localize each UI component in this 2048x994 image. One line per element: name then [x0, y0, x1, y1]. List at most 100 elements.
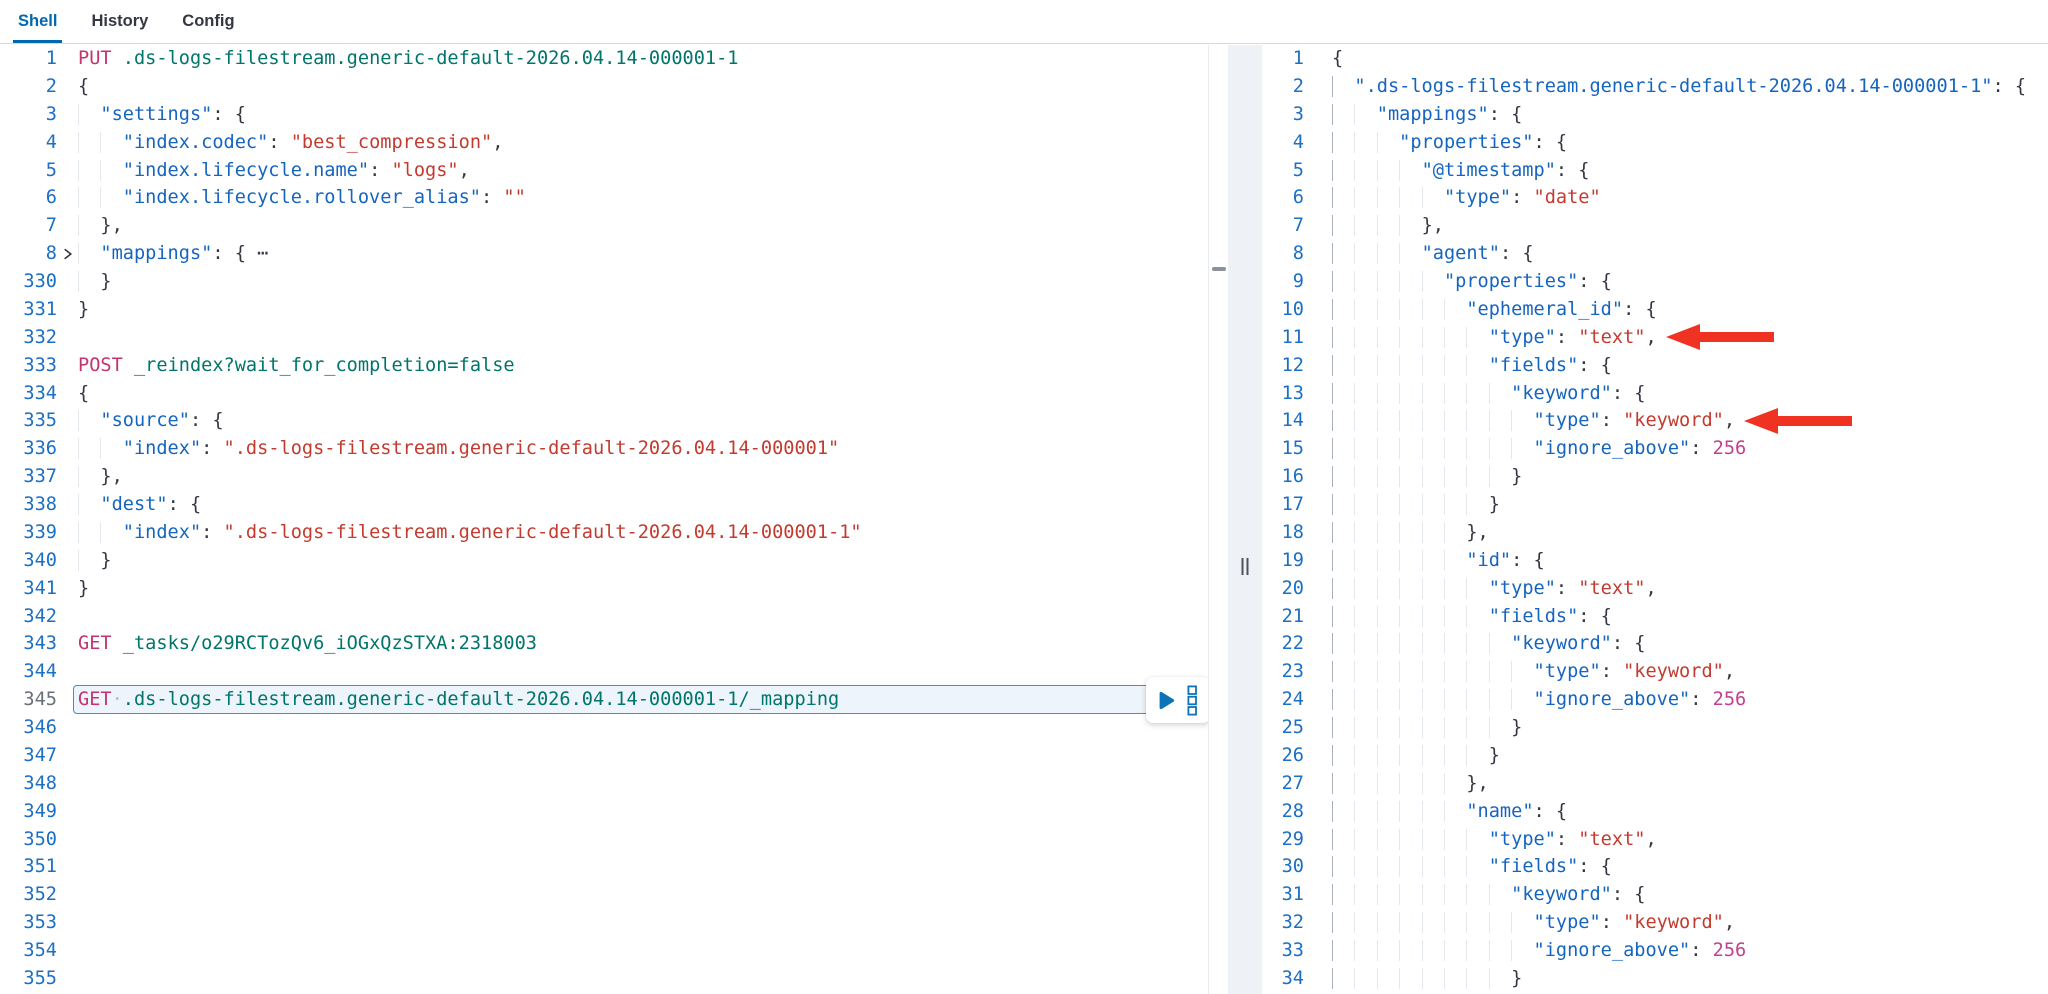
code-line[interactable]: 7 },	[1262, 212, 2048, 240]
code-line[interactable]: 32 "type": "keyword",	[1262, 909, 2048, 937]
code-line[interactable]: 338 "dest": {	[0, 491, 1228, 519]
code-line[interactable]: 350	[0, 826, 1228, 854]
code-line-content[interactable]: }	[1332, 742, 1500, 770]
code-line-content[interactable]: {	[78, 380, 89, 408]
code-line[interactable]: 331}	[0, 296, 1228, 324]
code-line[interactable]: 354	[0, 937, 1228, 965]
code-line-content[interactable]: "type": "text",	[1332, 324, 1774, 352]
code-line[interactable]: 23 "type": "keyword",	[1262, 658, 2048, 686]
code-line-content[interactable]: }	[78, 268, 111, 296]
code-line-content[interactable]: },	[1332, 770, 1488, 798]
code-line[interactable]: 351	[0, 853, 1228, 881]
code-line[interactable]: 20 "type": "text",	[1262, 575, 2048, 603]
fold-chevron-icon[interactable]	[60, 246, 76, 262]
tab-config[interactable]: Config	[182, 12, 235, 30]
code-line-content[interactable]: "ignore_above": 256	[1332, 435, 1747, 463]
code-line-content[interactable]: {	[1332, 45, 1343, 73]
code-line-content[interactable]: "type": "text",	[1332, 575, 1657, 603]
code-line[interactable]: 348	[0, 770, 1228, 798]
code-line-content[interactable]: "ignore_above": 256	[1332, 937, 1747, 965]
code-line-content[interactable]: "type": "keyword",	[1332, 909, 1736, 937]
code-line[interactable]: 349	[0, 798, 1228, 826]
code-line-content[interactable]: }	[1332, 491, 1500, 519]
code-line[interactable]: 11 "type": "text",	[1262, 324, 2048, 352]
code-line-content[interactable]: }	[1332, 965, 1522, 993]
code-line-content[interactable]: ".ds-logs-filestream.generic-default-202…	[1332, 73, 2026, 101]
code-line[interactable]: 1{	[1262, 45, 2048, 73]
code-line[interactable]: 12 "fields": {	[1262, 352, 2048, 380]
code-line-content[interactable]: "keyword": {	[1332, 380, 1645, 408]
code-line-content[interactable]: GET·.ds-logs-filestream.generic-default-…	[73, 677, 1210, 724]
code-line-content[interactable]: },	[78, 463, 122, 491]
code-line-content[interactable]: "properties": {	[1332, 129, 1567, 157]
code-line-content[interactable]: GET _tasks/o29RCTozQv6_iOGxQzSTXA:231800…	[78, 630, 537, 658]
code-line[interactable]: 352	[0, 881, 1228, 909]
code-line[interactable]: 17 }	[1262, 491, 2048, 519]
code-line-content[interactable]: {	[78, 73, 89, 101]
code-line[interactable]: 14 "type": "keyword",	[1262, 407, 2048, 435]
code-line-content[interactable]: }	[1332, 714, 1522, 742]
code-line-content[interactable]: },	[78, 212, 122, 240]
code-line-content[interactable]: },	[1332, 212, 1444, 240]
code-line-content[interactable]: "keyword": {	[1332, 630, 1645, 658]
console-output-editor[interactable]: 1{2 ".ds-logs-filestream.generic-default…	[1262, 45, 2048, 993]
code-line[interactable]: 19 "id": {	[1262, 547, 2048, 575]
code-line-content[interactable]: "id": {	[1332, 547, 1544, 575]
code-line[interactable]: 8 "agent": {	[1262, 240, 2048, 268]
code-line-content[interactable]: "settings": {	[78, 101, 246, 129]
code-line[interactable]: 344	[0, 658, 1228, 686]
code-line[interactable]: 13 "keyword": {	[1262, 380, 2048, 408]
pane-divider[interactable]	[1228, 45, 1262, 994]
code-line-content[interactable]: "fields": {	[1332, 853, 1612, 881]
tab-history[interactable]: History	[91, 12, 149, 30]
code-line[interactable]: 332	[0, 324, 1228, 352]
code-line-content[interactable]: "ephemeral_id": {	[1332, 296, 1656, 324]
editor-scrollbar-track[interactable]	[1208, 45, 1229, 994]
code-line[interactable]: 18 },	[1262, 519, 2048, 547]
code-line[interactable]: 29 "type": "text",	[1262, 826, 2048, 854]
code-line[interactable]: 336 "index": ".ds-logs-filestream.generi…	[0, 435, 1228, 463]
code-line[interactable]: 341}	[0, 575, 1228, 603]
code-line[interactable]: 7 },	[0, 212, 1228, 240]
code-line-content[interactable]: POST _reindex?wait_for_completion=false	[78, 352, 515, 380]
code-line[interactable]: 34 }	[1262, 965, 2048, 993]
code-line-content[interactable]: }	[78, 575, 89, 603]
code-line[interactable]: 6 "type": "date"	[1262, 184, 2048, 212]
code-line-content[interactable]: "keyword": {	[1332, 881, 1645, 909]
code-line[interactable]: 22 "keyword": {	[1262, 630, 2048, 658]
code-line-content[interactable]: "name": {	[1332, 798, 1567, 826]
code-line-content[interactable]: "mappings": { ⋯	[78, 240, 268, 268]
code-line-content[interactable]: "index.codec": "best_compression",	[78, 129, 504, 157]
pane-resizer-handle[interactable]	[1241, 558, 1249, 575]
code-line[interactable]: 337 },	[0, 463, 1228, 491]
code-line[interactable]: 342	[0, 603, 1228, 631]
code-line[interactable]: 347	[0, 742, 1228, 770]
code-line[interactable]: 346	[0, 714, 1228, 742]
code-line[interactable]: 24 "ignore_above": 256	[1262, 686, 2048, 714]
code-line[interactable]: 2{	[0, 73, 1228, 101]
code-line-content[interactable]: },	[1332, 519, 1488, 547]
code-line[interactable]: 2 ".ds-logs-filestream.generic-default-2…	[1262, 73, 2048, 101]
code-line[interactable]: 340 }	[0, 547, 1228, 575]
code-line[interactable]: 26 }	[1262, 742, 2048, 770]
code-line-content[interactable]: }	[1332, 463, 1522, 491]
code-line[interactable]: 27 },	[1262, 770, 2048, 798]
code-line-content[interactable]: "index.lifecycle.rollover_alias": ""	[78, 184, 526, 212]
code-line[interactable]: 4 "properties": {	[1262, 129, 2048, 157]
code-line-content[interactable]: PUT .ds-logs-filestream.generic-default-…	[78, 45, 739, 73]
code-line[interactable]: 33 "ignore_above": 256	[1262, 937, 2048, 965]
code-line[interactable]: 3 "mappings": {	[1262, 101, 2048, 129]
code-line-content[interactable]: "type": "keyword",	[1332, 658, 1736, 686]
code-line-content[interactable]: "type": "date"	[1332, 184, 1601, 212]
code-line[interactable]: 6 "index.lifecycle.rollover_alias": ""	[0, 184, 1228, 212]
code-line[interactable]: 5 "index.lifecycle.name": "logs",	[0, 157, 1228, 185]
code-line[interactable]: 21 "fields": {	[1262, 603, 2048, 631]
tab-shell[interactable]: Shell	[13, 0, 62, 43]
console-output-pane[interactable]: 1{2 ".ds-logs-filestream.generic-default…	[1262, 45, 2048, 994]
code-line[interactable]: 355	[0, 965, 1228, 993]
code-line[interactable]: 10 "ephemeral_id": {	[1262, 296, 2048, 324]
code-line-content[interactable]: "agent": {	[1332, 240, 1534, 268]
